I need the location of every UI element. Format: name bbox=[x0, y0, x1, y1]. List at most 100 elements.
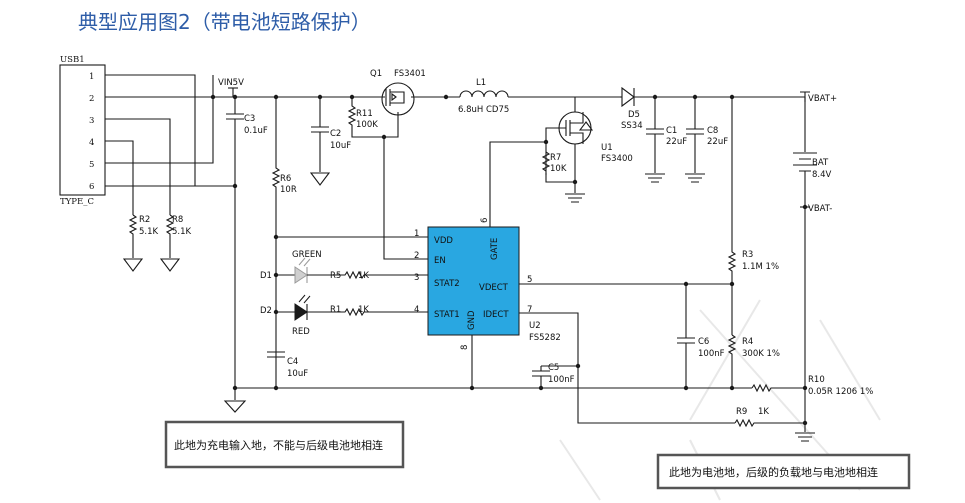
usb-name: USB1 bbox=[60, 55, 85, 65]
led-red-d2: RED D2 R1 1K bbox=[260, 294, 428, 337]
note-input-ground: 此地为充电输入地，不能与后级电池地相连 bbox=[164, 420, 405, 469]
svg-text:10K: 10K bbox=[550, 164, 567, 174]
usb-type: TYPE_C bbox=[60, 197, 94, 207]
svg-text:7: 7 bbox=[527, 305, 532, 315]
svg-text:GATE: GATE bbox=[490, 238, 500, 260]
svg-text:8.4V: 8.4V bbox=[812, 170, 832, 180]
capacitor-c2: C2 10uF bbox=[309, 97, 351, 186]
svg-text:Q1: Q1 bbox=[370, 69, 382, 79]
svg-text:1: 1 bbox=[414, 229, 419, 239]
svg-text:GND: GND bbox=[467, 310, 477, 330]
svg-text:FS3401: FS3401 bbox=[394, 69, 426, 79]
svg-text:R11: R11 bbox=[356, 109, 373, 119]
svg-text:10uF: 10uF bbox=[287, 369, 308, 379]
capacitor-c8: C8 22uF bbox=[685, 97, 728, 183]
battery: VBAT+ BAT 8.4V VBAT- bbox=[793, 91, 837, 388]
svg-text:C3: C3 bbox=[244, 114, 255, 124]
svg-text:RED: RED bbox=[292, 327, 310, 337]
capacitor-c4: C4 10uF bbox=[267, 351, 308, 379]
svg-text:EN: EN bbox=[434, 256, 446, 266]
resistor-r3: R3 1.1M 1% bbox=[727, 97, 779, 335]
resistor-r4: R4 300K 1% bbox=[727, 334, 780, 388]
svg-text:1K: 1K bbox=[358, 271, 369, 281]
resistor-r8: R8 5.1K bbox=[159, 214, 192, 272]
resistor-r11: R11 100K bbox=[347, 97, 387, 140]
ground-bus bbox=[223, 385, 752, 413]
svg-text:VBAT+: VBAT+ bbox=[808, 94, 837, 104]
svg-text:100nF: 100nF bbox=[698, 349, 725, 359]
svg-text:R1: R1 bbox=[330, 305, 341, 315]
svg-text:VIN5V: VIN5V bbox=[218, 78, 244, 88]
diode-d5: D5 SS34 bbox=[620, 86, 805, 131]
resistor-r7: R7 10K bbox=[541, 151, 585, 203]
svg-text:R2: R2 bbox=[139, 215, 150, 225]
svg-text:STAT1: STAT1 bbox=[434, 310, 460, 320]
usb-pin-2: 2 bbox=[89, 94, 94, 104]
capacitor-c5: C5 100nF bbox=[532, 363, 578, 391]
svg-text:FS5282: FS5282 bbox=[529, 333, 561, 343]
svg-text:0.05R 1206 1%: 0.05R 1206 1% bbox=[808, 387, 873, 397]
led-green-d1: GREEN D1 R5 1K bbox=[260, 250, 428, 284]
svg-text:D5: D5 bbox=[628, 110, 640, 120]
svg-text:VBAT-: VBAT- bbox=[808, 204, 832, 214]
svg-text:2: 2 bbox=[414, 251, 419, 261]
svg-text:1K: 1K bbox=[758, 407, 769, 417]
svg-text:GREEN: GREEN bbox=[292, 250, 322, 260]
svg-text:FS3400: FS3400 bbox=[601, 154, 633, 164]
svg-text:C2: C2 bbox=[330, 129, 341, 139]
svg-text:SS34: SS34 bbox=[621, 121, 643, 131]
svg-text:此地为充电输入地，不能与后级电池地相连: 此地为充电输入地，不能与后级电池地相连 bbox=[174, 438, 383, 452]
svg-text:C5: C5 bbox=[548, 363, 559, 373]
svg-text:R5: R5 bbox=[330, 271, 341, 281]
svg-text:0.1uF: 0.1uF bbox=[244, 126, 268, 136]
svg-text:1.1M 1%: 1.1M 1% bbox=[742, 262, 779, 272]
svg-text:10uF: 10uF bbox=[330, 141, 351, 151]
svg-text:C4: C4 bbox=[287, 357, 298, 367]
svg-text:U2: U2 bbox=[529, 321, 541, 331]
capacitor-c6: C6 100nF bbox=[677, 281, 725, 388]
ic-wiring bbox=[276, 236, 735, 424]
note-battery-ground: 此地为电池地，后级的负载地与电池地相连 bbox=[656, 453, 911, 490]
capacitor-c1: C1 22uF bbox=[645, 97, 687, 183]
usb-connector: USB1 TYPE_C 1 2 3 4 5 6 bbox=[59, 55, 106, 207]
svg-text:C6: C6 bbox=[698, 337, 709, 347]
svg-text:5: 5 bbox=[527, 275, 532, 285]
svg-text:22uF: 22uF bbox=[666, 137, 687, 147]
inductor-l1: L1 6.8uH CD75 bbox=[430, 78, 560, 115]
svg-text:1K: 1K bbox=[358, 305, 369, 315]
page-title: 典型应用图2（带电池短路保护） bbox=[78, 10, 371, 34]
svg-text:VDD: VDD bbox=[434, 236, 453, 246]
svg-text:22uF: 22uF bbox=[707, 137, 728, 147]
svg-text:R9: R9 bbox=[736, 407, 747, 417]
svg-text:BAT: BAT bbox=[812, 158, 829, 168]
svg-text:R3: R3 bbox=[742, 250, 753, 260]
svg-text:IDECT: IDECT bbox=[483, 310, 509, 320]
resistor-r9: R9 1K bbox=[734, 388, 815, 442]
ic-u2: VDD EN STAT2 STAT1 VDECT IDECT GATE GND … bbox=[414, 218, 561, 350]
usb-pin-3: 3 bbox=[89, 116, 94, 126]
svg-text:R4: R4 bbox=[742, 337, 753, 347]
svg-text:4: 4 bbox=[414, 305, 419, 315]
svg-text:D2: D2 bbox=[260, 306, 272, 316]
svg-text:10R: 10R bbox=[280, 185, 297, 195]
svg-text:100K: 100K bbox=[356, 120, 378, 130]
svg-text:8: 8 bbox=[460, 345, 470, 350]
svg-text:6: 6 bbox=[480, 218, 490, 223]
vin5v-rail: VIN5V bbox=[213, 78, 370, 100]
svg-text:100nF: 100nF bbox=[548, 375, 575, 385]
mosfet-u1: U1 FS3400 bbox=[489, 96, 633, 230]
usb-pin-1: 1 bbox=[89, 72, 94, 82]
svg-text:R7: R7 bbox=[550, 153, 561, 163]
usb-pin-6: 6 bbox=[89, 182, 94, 192]
svg-text:5.1K: 5.1K bbox=[172, 227, 192, 237]
usb-pin-4: 4 bbox=[89, 138, 94, 148]
resistor-r2: R2 5.1K bbox=[122, 214, 159, 272]
svg-text:VDECT: VDECT bbox=[479, 283, 509, 293]
svg-text:5.1K: 5.1K bbox=[139, 227, 159, 237]
mosfet-q1: Q1 FS3401 bbox=[370, 69, 430, 237]
usb-pin-5: 5 bbox=[89, 160, 94, 170]
resistor-r6: R6 10R bbox=[271, 97, 297, 388]
svg-text:STAT2: STAT2 bbox=[434, 279, 460, 289]
svg-text:300K 1%: 300K 1% bbox=[742, 349, 780, 359]
